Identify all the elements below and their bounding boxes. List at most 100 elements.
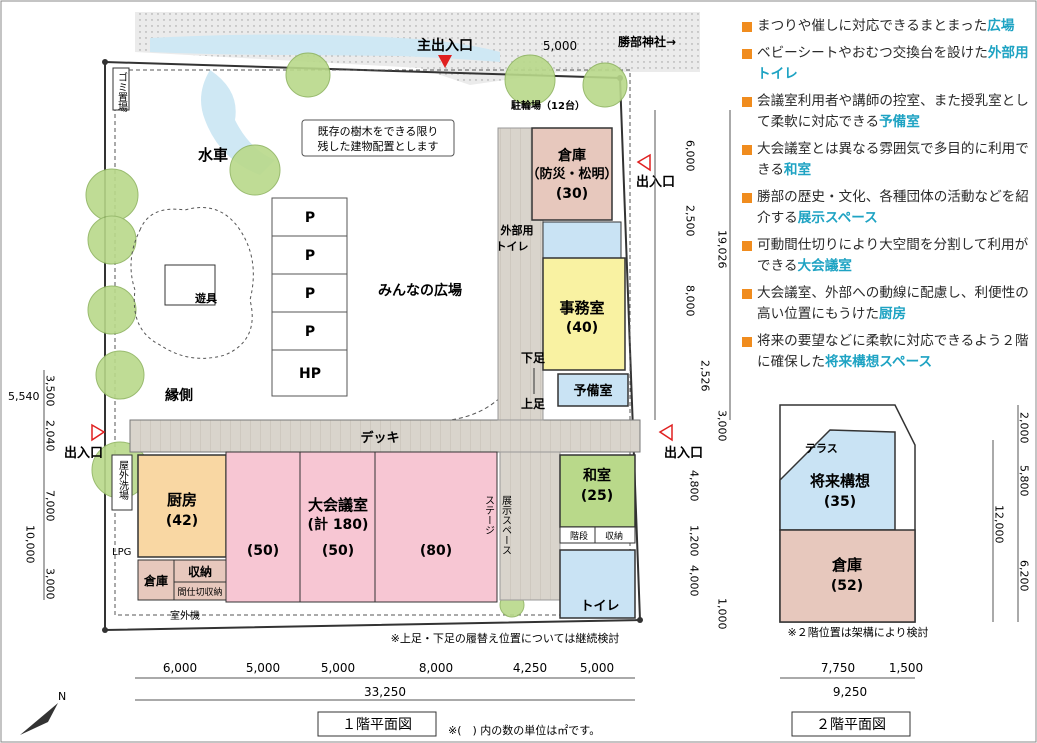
bullet-icon (742, 193, 752, 203)
outdoor-unit-label: 室外機 (170, 609, 200, 622)
floor2-right-dim: 5,800 (1018, 465, 1031, 497)
future-space-area: (35) (824, 494, 856, 510)
bottom-dim: 5,000 (580, 661, 614, 675)
storage-small-room (137, 559, 175, 601)
tree (285, 52, 331, 98)
floor2-title-box (791, 711, 911, 737)
right-dim: 2,526 (699, 360, 712, 392)
engawa-label: 縁側 (165, 387, 193, 404)
legend-item-outdoor-toilet: ベビーシートやおむつ交換台を設けた外部用トイレ (742, 43, 1034, 85)
playground-area (130, 207, 254, 359)
legend-item-hall: 可動間仕切りにより大空間を分割して利用ができる大会議室 (742, 235, 1034, 277)
right-dim: 2,500 (684, 205, 697, 237)
parking-space (271, 311, 348, 351)
boundary-corner (637, 617, 643, 623)
legend-desc: 会議室利用者や講師の控室、また授乳室として柔軟に対応できる (757, 93, 1029, 130)
legend-highlight: 予備室 (879, 114, 920, 130)
tree (582, 62, 628, 108)
spare-room (557, 373, 629, 407)
north-arrow-n: N (58, 690, 66, 703)
floor1-title: １階平面図 (342, 717, 412, 733)
left-dim: 3,000 (44, 568, 57, 600)
legend-text: 大会議室とは異なる雰囲気で多目的に利用できる和室 (757, 139, 1034, 181)
closet-label: 収納 (188, 564, 212, 579)
floor2-title: ２階平面図 (816, 717, 886, 733)
closet2-label: 収納 (605, 530, 623, 542)
legend-highlight: 外部用トイレ (757, 45, 1029, 82)
note-line1: 既存の樹木をできる限り (318, 124, 439, 138)
bottom-dim: 5,000 (321, 661, 355, 675)
future-space-name: 将来構想 (810, 472, 870, 490)
parking-label: P (305, 210, 315, 226)
floor2-storage-name: 倉庫 (831, 556, 862, 574)
lpg-label: LPG (112, 547, 131, 558)
washitsu-area: (25) (581, 488, 613, 504)
bottom-dim: 8,000 (419, 661, 453, 675)
toilet-room (559, 549, 636, 619)
bullet-icon (742, 49, 752, 59)
legend-desc: 大会議室、外部への動線に配慮し、利便性の高い位置にもうけた (757, 285, 1029, 322)
right-lower-dim: 3,000 (716, 410, 729, 442)
outdoor-sink (111, 454, 133, 511)
pond (150, 34, 500, 62)
legend-highlight: 厨房 (878, 306, 907, 322)
legend-item-kitchen: 大会議室、外部への動線に配慮し、利便性の高い位置にもうけた厨房 (742, 283, 1034, 325)
bullet-icon (742, 97, 752, 107)
legend-text: 勝部の歴史・文化、各種団体の活動などを紹介する展示スペース (757, 187, 1034, 229)
shoes-on-label: 上足 (521, 396, 545, 411)
spare-room-label: 予備室 (573, 383, 612, 399)
outdoor-sink-label: 屋外洗場 (117, 460, 129, 501)
floor2-storage-area: (52) (831, 578, 863, 594)
toilet-label: トイレ (580, 599, 619, 614)
main-entrance-marker (438, 55, 452, 68)
legend-desc: 大会議室とは異なる雰囲気で多目的に利用できる (757, 141, 1029, 178)
legend-highlight: 将来構想スペース (824, 354, 933, 370)
entrance-right-top-label: 出入口 (636, 174, 675, 190)
parking-space (271, 235, 348, 275)
washitsu-name: 和室 (583, 467, 611, 484)
north-arrow-icon (20, 703, 58, 735)
tree (504, 54, 556, 106)
entrance-right-bottom-marker (658, 423, 673, 442)
floor2-bottom-dim-total: 9,250 (833, 685, 867, 699)
trash-area-label: ゴミ置場 (116, 71, 128, 113)
plaza-label: みんなの広場 (378, 282, 462, 299)
legend-desc: ベビーシートやおむつ交換台を設けた (757, 45, 988, 61)
partition-storage (173, 581, 227, 601)
left-dim: 10,000 (24, 525, 37, 564)
legend-desc: 勝部の歴史・文化、各種団体の活動などを紹介する (757, 189, 1029, 226)
bullet-icon (742, 289, 752, 299)
storage-top-room (531, 127, 613, 221)
left-dim: 3,500 (44, 375, 57, 407)
floor2-right-dim-total: 12,000 (993, 505, 1006, 544)
setback-line (114, 69, 631, 616)
hall-room2-area: (50) (322, 543, 354, 559)
floor2-note: ※２階位置は架構により検討 (788, 625, 929, 639)
bullet-icon (742, 22, 752, 32)
right-dim-total: 19,026 (716, 230, 729, 269)
floor1-title-box (317, 711, 437, 737)
footnote: ※上足・下足の履替え位置については継続検討 (391, 631, 620, 645)
parking-label: HP (299, 366, 321, 382)
kitchen-name: 厨房 (167, 491, 197, 509)
hall-room-2 (299, 451, 376, 603)
left-dim: 2,040 (44, 420, 57, 452)
hall-total: (計 180) (308, 516, 369, 533)
bottom-dim: 4,250 (513, 661, 547, 675)
legend-desc: まつりや催しに対応できるまとまった (757, 18, 988, 34)
tree (87, 215, 137, 265)
deck-label: デッキ (360, 430, 399, 446)
outdoor-toilet-room (542, 221, 622, 259)
storage-top-sub: （防災・松明） (526, 166, 617, 182)
bottom-dim-total: 33,250 (364, 685, 406, 699)
tree (229, 144, 281, 196)
legend-text: 会議室利用者や講師の控室、また授乳室として柔軟に対応できる予備室 (757, 91, 1034, 133)
bike-parking-label: 駐輪場（12台） (511, 99, 585, 112)
legend-text: 大会議室、外部への動線に配慮し、利便性の高い位置にもうけた厨房 (757, 283, 1034, 325)
parking-label: P (305, 324, 315, 340)
hall-room-1 (225, 451, 301, 603)
main-entrance-label: 主出入口 (417, 37, 473, 54)
storage-top-area: (30) (556, 186, 588, 202)
right-lower-dim: 1,000 (716, 598, 729, 630)
